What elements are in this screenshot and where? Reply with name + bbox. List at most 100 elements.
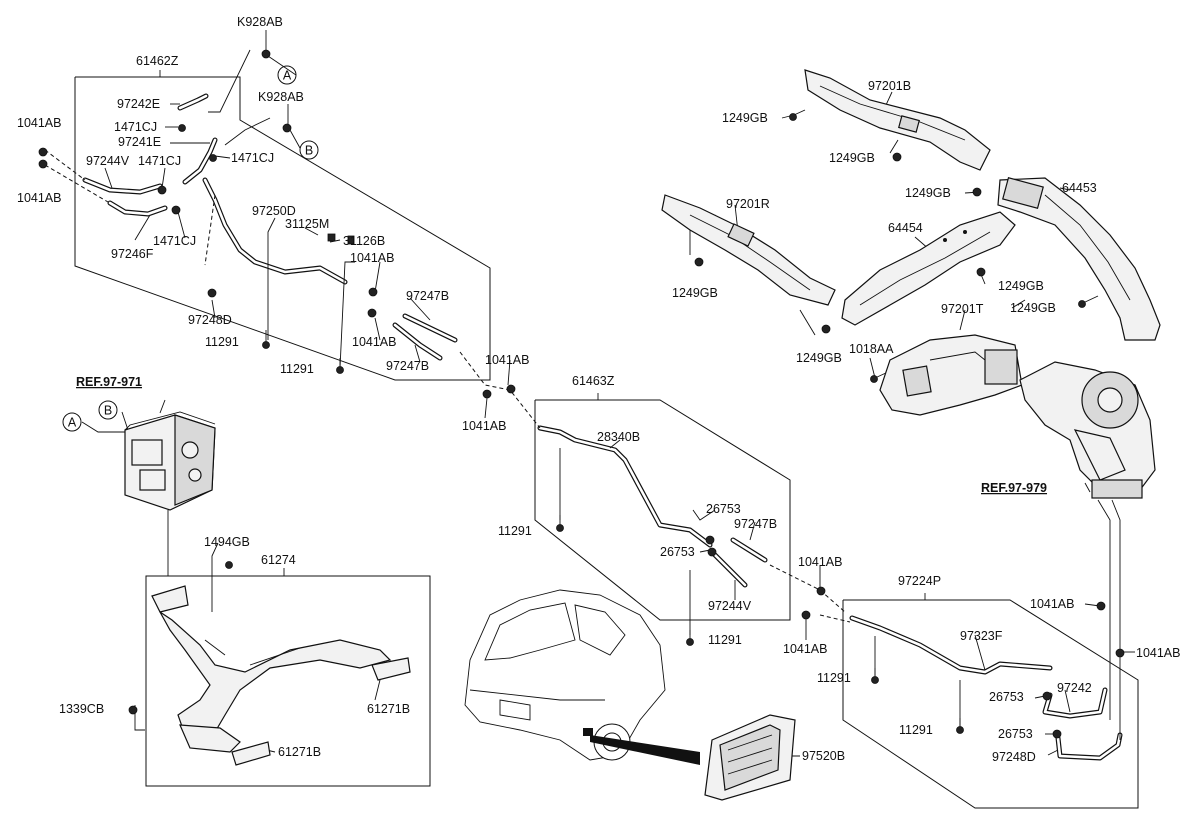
part-label[interactable]: 97247B (406, 289, 449, 303)
part-label[interactable]: 1494GB (204, 535, 250, 549)
part-label[interactable]: 1018AA (849, 342, 894, 356)
part-label[interactable]: 97246F (111, 247, 154, 261)
hose-97242 (1042, 687, 1108, 719)
part-label[interactable]: 26753 (660, 545, 695, 559)
part-label[interactable]: 26753 (706, 502, 741, 516)
part-label[interactable]: 11291 (280, 362, 314, 376)
part-label[interactable]: 64453 (1062, 181, 1097, 195)
part-label[interactable]: 11291 (708, 633, 742, 647)
part-label[interactable]: 1249GB (829, 151, 875, 165)
hose-97244v-left (82, 177, 168, 217)
part-label[interactable]: 97224P (898, 574, 941, 588)
part-label[interactable]: 64454 (888, 221, 923, 235)
duct-97201b (804, 69, 991, 171)
fasteners (38, 49, 1125, 739)
part-label[interactable]: 61462Z (136, 54, 179, 68)
part-label[interactable]: 1249GB (905, 186, 951, 200)
pipe-28340b (537, 425, 713, 548)
part-label[interactable]: 1041AB (462, 419, 506, 433)
part-label[interactable]: 11291 (205, 335, 239, 349)
group-box-97224p (842, 593, 1139, 809)
heater-unit-right (1019, 361, 1156, 499)
part-label[interactable]: 11291 (817, 671, 851, 685)
pipe-97323f (849, 615, 1053, 675)
heater-unit-left (124, 411, 216, 511)
part-label[interactable]: 97248D (992, 750, 1036, 764)
part-label[interactable]: 97244V (86, 154, 130, 168)
part-label[interactable]: 1041AB (798, 555, 842, 569)
part-label[interactable]: 97201T (941, 302, 984, 316)
svg-text:B: B (104, 404, 112, 418)
part-label[interactable]: 11291 (498, 524, 532, 538)
hose-97248d (1055, 732, 1123, 761)
callout-band (590, 735, 700, 765)
duct-97201t (879, 334, 1023, 416)
part-label[interactable]: 1041AB (350, 251, 394, 265)
hose-97242e (177, 93, 209, 111)
part-label[interactable]: 97201B (868, 79, 911, 93)
part-label[interactable]: 11291 (899, 723, 933, 737)
part-label[interactable]: 28340B (597, 430, 640, 444)
group-box-61274 (145, 568, 431, 787)
svg-text:B: B (305, 144, 313, 158)
pipe-97250d (182, 137, 348, 285)
part-label[interactable]: 1471CJ (153, 234, 196, 248)
part-label[interactable]: 26753 (998, 727, 1033, 741)
part-label[interactable]: K928AB (258, 90, 304, 104)
part-label[interactable]: 31126B (343, 234, 385, 248)
hose-97247b-mid (730, 537, 768, 563)
part-label[interactable]: 97247B (734, 517, 777, 531)
marker-a-heater: A (62, 412, 82, 432)
part-label[interactable]: 97248D (188, 313, 232, 327)
part-label[interactable]: 1041AB (352, 335, 396, 349)
part-label[interactable]: 1041AB (485, 353, 529, 367)
group-box-61463z (534, 393, 791, 621)
part-label[interactable]: 97323F (960, 629, 1003, 643)
part-label[interactable]: 97520B (802, 749, 845, 763)
part-label[interactable]: K928AB (237, 15, 283, 29)
part-label[interactable]: 1041AB (17, 116, 61, 130)
duct-61274 (151, 585, 411, 766)
part-label[interactable]: 1041AB (17, 191, 61, 205)
part-label[interactable]: 97242 (1057, 681, 1092, 695)
part-label[interactable]: 1471CJ (138, 154, 181, 168)
part-label[interactable]: 1249GB (796, 351, 842, 365)
group-box-61462z (74, 70, 491, 381)
part-label[interactable]: 61463Z (572, 374, 615, 388)
part-label[interactable]: 97242E (117, 97, 160, 111)
ref-label-97-971[interactable]: REF.97-971 (76, 375, 142, 389)
hose-97244v-mid (712, 552, 748, 588)
part-label[interactable]: 61274 (261, 553, 296, 567)
part-label[interactable]: 1041AB (1136, 646, 1180, 660)
ref-label-97-979[interactable]: REF.97-979 (981, 481, 1047, 495)
part-label[interactable]: 61271B (278, 745, 321, 759)
marker-b-top: B (299, 140, 319, 160)
part-label[interactable]: 1249GB (672, 286, 718, 300)
part-label[interactable]: 61271B (367, 702, 410, 716)
part-label[interactable]: 97250D (252, 204, 296, 218)
screws (262, 109, 1099, 734)
part-label[interactable]: 97241E (118, 135, 161, 149)
svg-text:A: A (283, 69, 292, 83)
duct-97201r (661, 194, 836, 306)
part-label[interactable]: 97201R (726, 197, 770, 211)
part-label[interactable]: 1471CJ (114, 120, 157, 134)
part-label[interactable]: 1249GB (722, 111, 768, 125)
duct-64454 (841, 211, 1016, 326)
duct-64453 (997, 176, 1161, 341)
part-label[interactable]: 1471CJ (231, 151, 274, 165)
part-label[interactable]: 1339CB (59, 702, 104, 716)
part-label[interactable]: 26753 (989, 690, 1024, 704)
part-label[interactable]: 31125M (285, 217, 329, 231)
part-label[interactable]: 1041AB (1030, 597, 1074, 611)
part-label[interactable]: 1249GB (1010, 301, 1056, 315)
part-label[interactable]: 97247B (386, 359, 429, 373)
dashed-connections (44, 149, 851, 623)
vehicle-outline (464, 589, 666, 761)
part-label[interactable]: 1249GB (998, 279, 1044, 293)
pipe-heater-return (1097, 499, 1121, 740)
hose-97247b-upper (392, 313, 458, 361)
part-label[interactable]: 97244V (708, 599, 752, 613)
part-label[interactable]: 1041AB (783, 642, 827, 656)
